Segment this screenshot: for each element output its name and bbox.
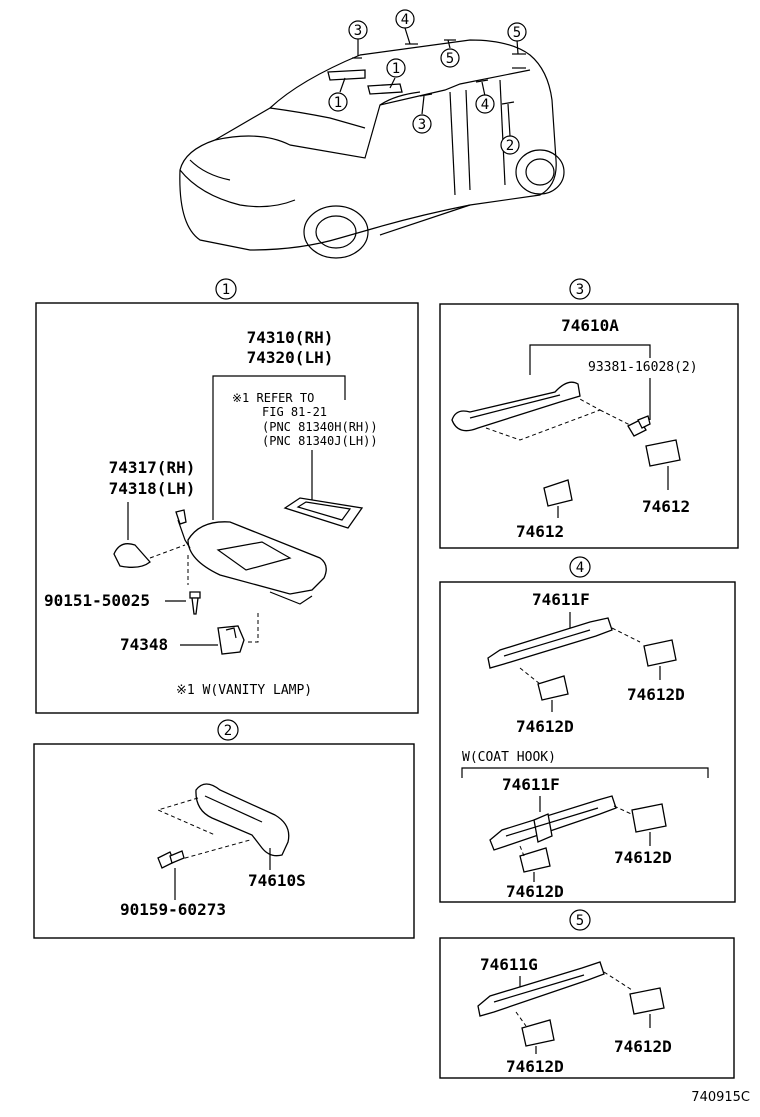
section-4-box [439,581,736,903]
part-74612d-e: 74612D [506,1057,564,1076]
part-74610s: 74610S [248,871,306,890]
section-3-box [439,303,739,549]
car-callout-3b: 3 [412,114,432,134]
part-90151-50025: 90151-50025 [44,591,150,610]
svg-text:2: 2 [224,723,232,739]
part-74317-rh: 74317(RH) [109,458,196,477]
section-5-box [439,937,735,1079]
grip-cover-74612-a [543,479,573,507]
car-callout-5a: 5 [440,48,460,68]
grip-cover-74612d-a [537,675,569,701]
section-4-header: 4 [569,556,591,578]
sun-visor-part [187,521,327,605]
car-callout-1a: 1 [386,58,406,78]
part-74612d-a: 74612D [516,717,574,736]
note-refer-line3: (PNC 81340H(RH)) [262,420,378,434]
svg-text:3: 3 [354,23,362,39]
section-5-header: 5 [569,909,591,931]
section-2-box [33,743,415,939]
grip-cover-74612-b [645,439,681,467]
svg-text:1: 1 [222,282,230,298]
visor-holder-cap [113,543,151,568]
section-1-box [35,302,419,714]
grip-cover-74612d-c [519,847,551,873]
visor-rod [175,509,191,549]
note-refer-line4: (PNC 81340J(LH)) [262,434,378,448]
figure-id: 740915C [691,1090,750,1105]
note-refer-line1: ※1 REFER TO [232,391,314,405]
car-callout-2: 2 [500,135,520,155]
part-74611f-coat-hook: 74611F [502,775,560,794]
part-74612d-b: 74612D [627,685,685,704]
grip-cover-74612d-e [521,1019,555,1047]
assist-grip-74611f-coat-hook [489,795,617,851]
visor-screw [189,591,201,615]
assist-grip-74611f [487,617,613,669]
part-74611g: 74611G [480,955,538,974]
part-74612d-c: 74612D [506,882,564,901]
part-90159-60273: 90159-60273 [120,900,226,919]
part-74612d-f: 74612D [614,1037,672,1056]
svg-text:4: 4 [481,97,489,113]
part-74612-b: 74612 [642,497,690,516]
part-74612d-d: 74612D [614,848,672,867]
svg-text:5: 5 [446,51,454,67]
assist-grip-74611g [477,961,605,1017]
grip-cover-74612d-b [643,639,677,667]
svg-text:2: 2 [506,138,514,154]
svg-text:4: 4 [576,560,584,576]
svg-text:4: 4 [401,12,409,28]
grip-bolt-93381 [627,415,651,437]
vanity-lamp-part [283,497,364,529]
car-callout-4b: 4 [475,94,495,114]
part-93381-16028: 93381-16028(2) [588,360,698,375]
svg-text:3: 3 [418,117,426,133]
section-2-header: 2 [217,719,239,741]
grip-cover-74612d-d [631,803,667,833]
part-74612-a: 74612 [516,522,564,541]
grip-bolt-90159 [157,850,185,869]
part-74320-lh: 74320(LH) [247,348,334,367]
svg-text:3: 3 [576,282,584,298]
assist-grip-74610a [451,381,581,432]
svg-text:1: 1 [392,61,400,77]
variant-coat-hook-label: W(COAT HOOK) [462,750,556,765]
assist-grip-74610s [195,783,290,857]
section-3-header: 3 [569,278,591,300]
part-74610a: 74610A [561,316,619,335]
svg-text:5: 5 [576,913,584,929]
car-callout-4a: 4 [395,9,415,29]
car-illustration [179,27,565,259]
part-74310-rh: 74310(RH) [247,328,334,347]
part-74318-lh: 74318(LH) [109,479,196,498]
section-1-header: 1 [215,278,237,300]
car-callout-3a: 3 [348,20,368,40]
part-74611f: 74611F [532,590,590,609]
svg-text:5: 5 [513,25,521,41]
footnote-vanity-lamp: ※1 W(VANITY LAMP) [176,683,312,698]
car-callout-1b: 1 [328,92,348,112]
note-refer-line2: FIG 81-21 [262,405,327,419]
car-callout-5b: 5 [507,22,527,42]
part-74348: 74348 [120,635,168,654]
grip-cover-74612d-f [629,987,665,1015]
svg-text:1: 1 [334,95,342,111]
visor-clip [217,625,245,655]
